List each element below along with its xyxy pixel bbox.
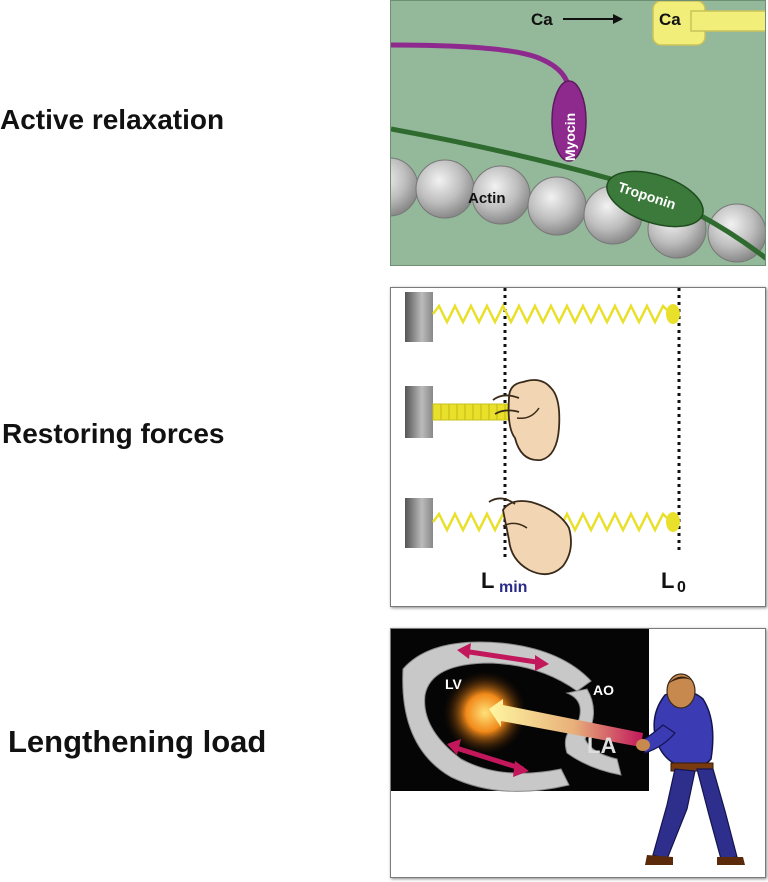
wall-top [405,292,433,342]
lmin-subscript: min [499,579,527,596]
spring-end-top [666,304,680,324]
calcium-left-label: Ca [531,10,553,29]
la-label: LA [587,733,616,758]
active-relaxation-panel: Ca Ca Myocin Actin Troponin [390,0,766,266]
ventricle-glow [443,671,527,755]
calcium-right-label: Ca [659,10,681,29]
wall-stretch-arrow-bottom [447,739,529,777]
man-pulling-figure [636,673,745,865]
restoring-forces-illustration: L min L 0 [405,288,686,596]
restoring-forces-panel: L min L 0 [390,287,766,607]
spring-compressed [432,403,518,421]
l0-label: L [661,568,674,593]
wall-middle [405,386,433,438]
actin-beads [391,157,765,263]
lengthening-load-illustration: LV AO LA [391,629,745,865]
lengthening-load-label: Lengthening load [8,724,267,759]
active-relaxation-illustration: Ca Ca Myocin Actin Troponin [391,1,765,263]
troponin-complex [606,170,704,228]
lengthening-load-panel: LV AO LA [390,628,766,878]
ventricle-wall [402,641,592,792]
hand-pushing-spring [492,379,561,461]
restoring-forces-label: Restoring forces [2,418,225,449]
spring-relaxed [432,303,672,325]
myosin-filament [391,42,572,94]
calcium-binding-site [652,1,765,46]
myosin-label: Myocin [562,113,578,161]
myosin-head [551,80,587,162]
spring-end-bottom [666,512,680,532]
lv-label: LV [445,676,463,692]
actin-label: Actin [468,190,506,207]
ao-label: AO [593,682,614,698]
lmin-label: L [481,568,494,593]
hand-releasing-spring [488,497,572,576]
l0-subscript: 0 [677,579,686,596]
wall-stretch-arrow-top [457,643,549,671]
filling-arrow [489,699,643,747]
calcium-arrow [563,14,623,24]
active-relaxation-label: Active relaxation [0,104,225,135]
wall-bottom [405,498,433,548]
